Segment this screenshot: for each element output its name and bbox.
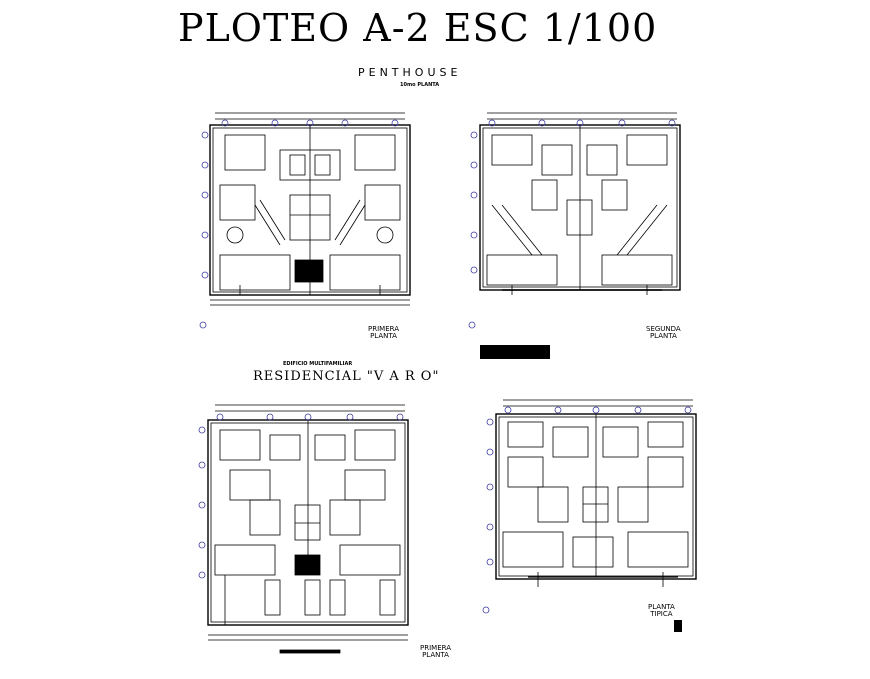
- axis-markers: [198, 413, 404, 579]
- scale-mark: [674, 620, 682, 632]
- plan-drawing: [479, 112, 681, 295]
- floor-plan-top-right: [468, 112, 681, 329]
- floor-plan-top-left: [199, 112, 411, 329]
- floor-subheading: 10mo PLANTA: [400, 82, 440, 88]
- axis-markers: [468, 119, 676, 329]
- floor-plan-bottom-right: [482, 399, 697, 614]
- plan-drawing: [209, 112, 411, 306]
- axis-markers: [482, 406, 692, 614]
- floor-plan-bottom-left: [198, 404, 409, 654]
- plan-drawing: [207, 404, 409, 654]
- project-type-label: EDIFICIO MULTIFAMILIAR: [283, 361, 353, 367]
- plan-drawing: [495, 399, 697, 587]
- penthouse-heading: PENTHOUSE: [358, 66, 462, 79]
- axis-markers: [199, 119, 399, 329]
- title-block-mark: [480, 345, 550, 359]
- sheet-title: PLOTEO A-2 ESC 1/100: [178, 6, 658, 50]
- project-name: RESIDENCIAL "V A R O": [253, 369, 440, 384]
